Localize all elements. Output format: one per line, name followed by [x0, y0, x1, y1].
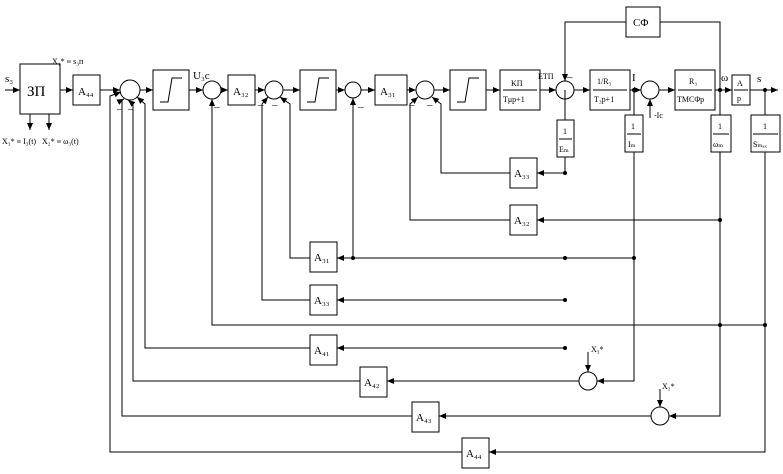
im-num: 1 [631, 122, 635, 131]
em-num: 1 [563, 127, 567, 136]
limiter-2 [299, 69, 337, 111]
sum-7 [640, 80, 660, 100]
svg-text:_: _ [116, 99, 123, 111]
fb-a33-upper-label: A₃₃ [514, 168, 530, 180]
svg-text:_: _ [127, 99, 134, 111]
arm-den: T₃p+1 [594, 95, 614, 104]
x1-star-label: X₁* ≡ s₃п [52, 57, 84, 66]
sum-4 [344, 81, 362, 99]
mech-den: TМCΦp [677, 95, 704, 104]
fb-a42-label: A₄₂ [364, 377, 380, 389]
fb-a32-label: A₃₂ [514, 215, 530, 227]
mech-num: R₃ [689, 77, 697, 86]
a32-label: A₃₂ [233, 86, 249, 98]
cphi-label: CΦ [633, 17, 648, 29]
x2-label: X₂* [662, 382, 675, 391]
limiter-1 [152, 69, 190, 111]
omega-label: ω [721, 72, 728, 84]
fb-a33-lower [309, 284, 338, 316]
zp-label: ЗП [27, 84, 46, 100]
ic-label: -Iс [654, 111, 663, 120]
a32-block [227, 74, 256, 106]
fb-a31-label: A₃₁ [314, 252, 330, 264]
limiter-3 [449, 69, 487, 111]
junction-dots [351, 88, 767, 350]
arm-num: 1/R₃ [597, 77, 612, 86]
svg-text:_: _ [566, 67, 573, 79]
sum-x3 [578, 371, 598, 391]
smax-den: Sₘₐₓ [753, 140, 768, 149]
svg-text:_: _ [257, 95, 264, 107]
conv-num: KП [511, 79, 523, 88]
fb-a41-label: A₄₁ [314, 345, 330, 357]
smax-num: 1 [763, 122, 767, 131]
fb-a43-label: A₄₃ [416, 412, 432, 424]
sum-x2 [650, 406, 670, 426]
fb-a33-lower-label: A₃₃ [314, 295, 330, 307]
svg-text:_: _ [213, 97, 220, 109]
input-label: s₃ [5, 73, 13, 85]
wm-den: ωₘ [713, 140, 723, 149]
fb-a43 [411, 401, 440, 433]
x3-star-label: X₃* ≡ I₃(t) [2, 137, 36, 146]
im-den: Iₘ [628, 140, 636, 149]
conv-den: Tμp+1 [503, 95, 525, 104]
fb-a44-label: A₄₄ [466, 448, 482, 460]
a31-label: A₃₁ [380, 86, 396, 98]
wm-num: 1 [718, 122, 722, 131]
fb-a31 [309, 241, 338, 273]
fb-a32 [509, 204, 538, 236]
sign-marks: _ _ _ _ _ _ _ _ _ [116, 67, 573, 111]
a31-block [374, 74, 408, 106]
svg-text:_: _ [408, 95, 415, 107]
zp-block [19, 63, 61, 115]
int-den: p [737, 94, 741, 103]
svg-text:_: _ [357, 97, 364, 109]
int-num: A [737, 79, 743, 88]
output-label: s [757, 73, 761, 85]
a44-label: A₄₄ [78, 86, 94, 98]
etp-label: EТП [538, 72, 554, 81]
em-den: Eₘ [559, 145, 569, 154]
i-label: I [632, 72, 636, 84]
fb-a41 [309, 334, 338, 366]
svg-text:_: _ [426, 95, 433, 107]
fb-a33-upper [509, 157, 538, 189]
x3-label: X₃* [591, 345, 604, 354]
x2-star-label: X₂* ≡ ω₃(t) [42, 137, 79, 146]
uzs-label: U₃с [193, 70, 210, 82]
svg-text:_: _ [271, 95, 278, 107]
